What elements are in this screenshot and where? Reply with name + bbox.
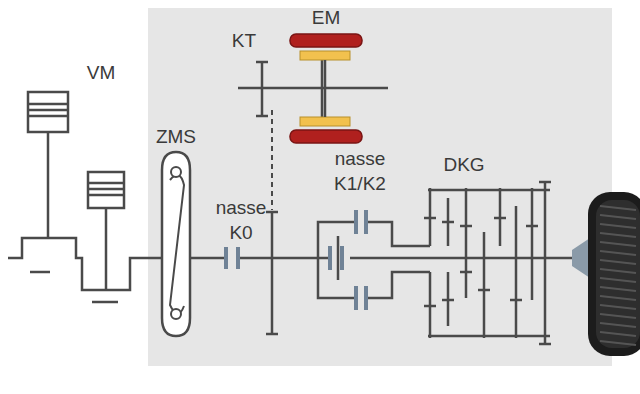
tread-line [600,323,636,327]
module-panel [148,8,612,366]
tread-line [600,278,636,282]
part-label: nasse K1/K2 [321,146,399,196]
tread-line [600,314,636,318]
tread-line [600,224,636,228]
dual-clutch-gearbox [424,182,580,344]
main-shaft [190,212,330,334]
part-label-box: VM [79,60,123,85]
tread-line [600,233,636,237]
part-label: VM [79,60,123,85]
part-label: KT [224,28,264,53]
electric-machine [290,34,362,143]
countershaft-kt [238,58,388,118]
part-label: EM [304,5,348,30]
dual-mass-flywheel [162,152,190,336]
tread-line [600,287,636,291]
part-label-box: nasse K0 [210,195,272,245]
tread-line [600,251,636,255]
clutch-k0 [226,247,238,269]
tread-line [600,341,636,345]
chain-drive [271,110,273,210]
clutch-k1-k2 [330,210,366,310]
part-label-box: EM [304,5,348,30]
tread-line [600,215,636,219]
clutch-k1-k2-housing [318,222,545,298]
combustion-engine [8,92,168,302]
tread-line [600,242,636,246]
part-label-box: DKG [434,152,494,177]
tread-line [600,296,636,300]
part-label: DKG [434,152,494,177]
tread-line [600,206,636,210]
tread-line [600,269,636,273]
part-label-box: nasse K1/K2 [321,146,399,196]
part-label-box: KT [224,28,264,53]
part-label: ZMS [148,124,204,149]
tread-line [600,260,636,264]
tread-line [600,305,636,309]
tread-line [600,332,636,336]
part-label: nasse K0 [210,195,272,245]
wheel [572,192,640,356]
part-label-box: ZMS [148,124,204,149]
